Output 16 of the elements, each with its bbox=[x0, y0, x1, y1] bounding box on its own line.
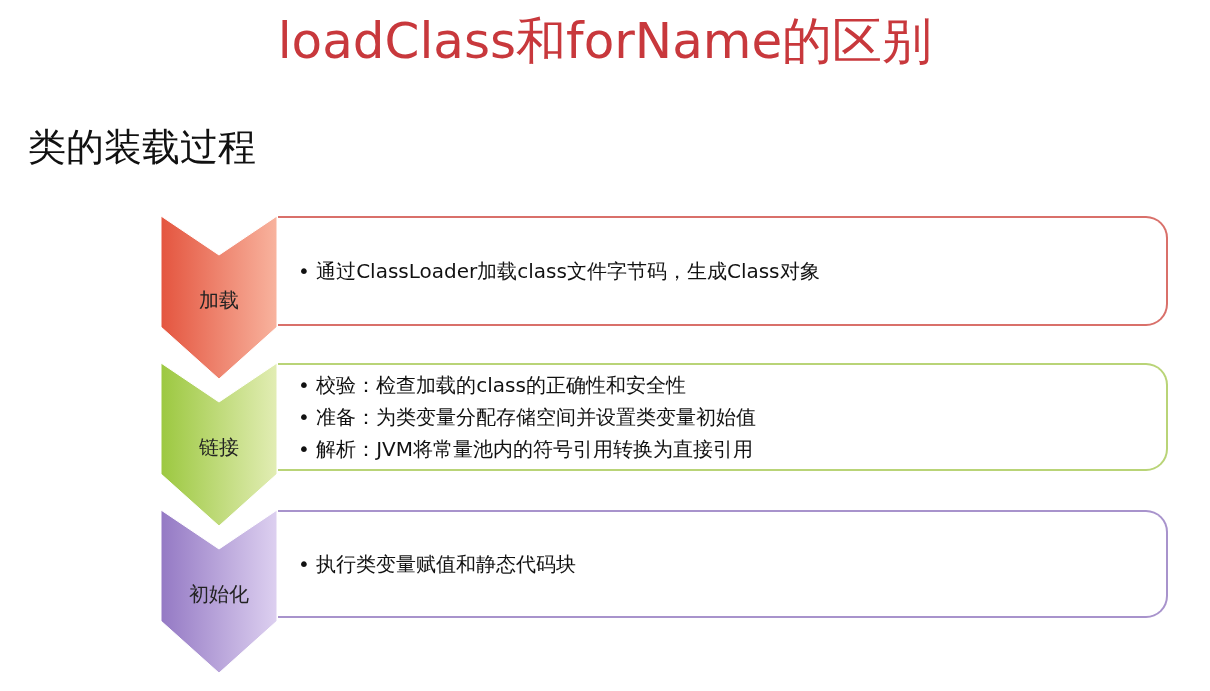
text-panel bbox=[278, 216, 1168, 326]
text-panel bbox=[278, 363, 1168, 471]
section-heading: 类的装载过程 bbox=[28, 124, 256, 171]
stage-label: 初始化 bbox=[188, 581, 250, 608]
title: loadClass和forName的区别 bbox=[276, 11, 934, 72]
stage-label: 链接 bbox=[198, 434, 240, 461]
stage-label: 加载 bbox=[198, 287, 240, 314]
chevron-shape bbox=[160, 215, 278, 380]
bullet-text: • 执行类变量赋值和静态代码块 bbox=[298, 551, 577, 578]
bullet-text: • 校验：检查加载的class的正确性和安全性 bbox=[298, 372, 687, 399]
bullet-text: • 准备：为类变量分配存储空间并设置类变量初始值 bbox=[298, 404, 757, 431]
bullet-text: • 解析：JVM将常量池内的符号引用转换为直接引用 bbox=[298, 436, 754, 463]
bullet-text: • 通过ClassLoader加载class文件字节码，生成Class对象 bbox=[298, 258, 820, 285]
text-panel bbox=[278, 510, 1168, 618]
chevron-shape bbox=[160, 362, 278, 527]
chevron-shape bbox=[160, 509, 278, 674]
